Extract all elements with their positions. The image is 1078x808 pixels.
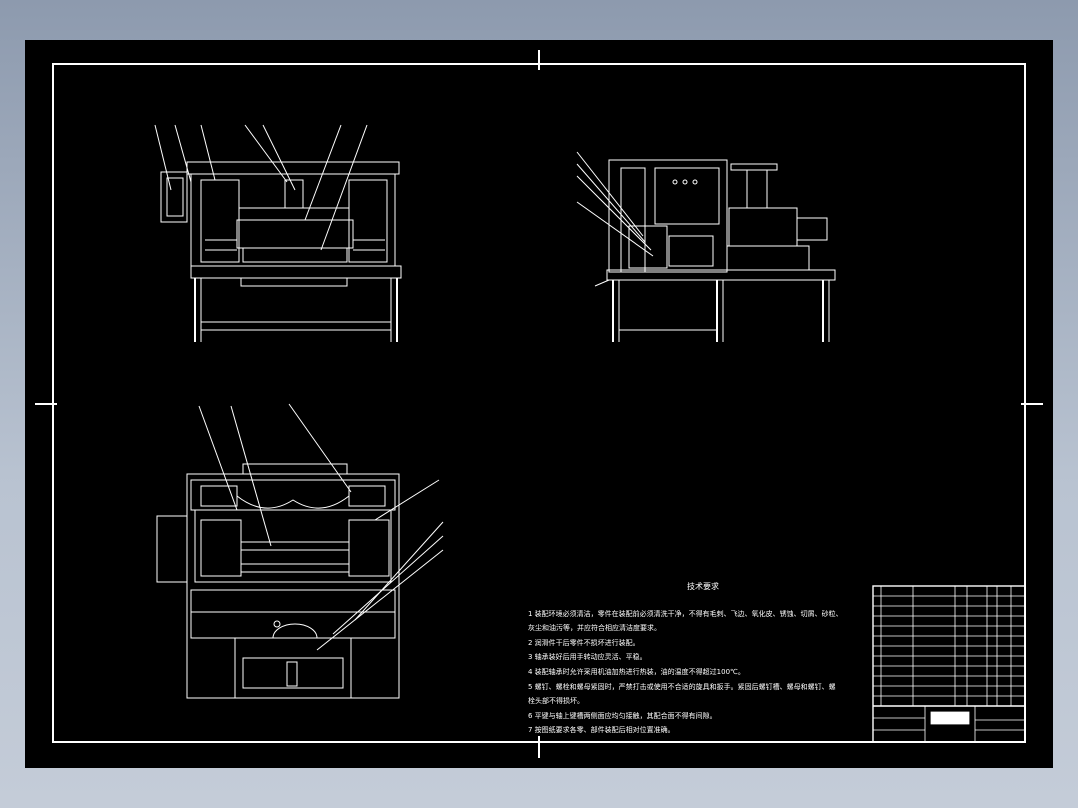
title-block	[872, 585, 1026, 743]
front-view	[154, 124, 402, 342]
tech-requirement-line: 3 轴承装好后用手转动应灵活、平稳。	[528, 653, 647, 662]
side-view	[576, 151, 836, 342]
technical-requirements: 技术要求 1 装配环境必须清洁，零件在装配前必须清洗干净，不得有毛刺、飞边、氧化…	[528, 580, 858, 738]
tech-requirements-title: 技术要求	[687, 582, 719, 591]
tech-requirement-line: 2 润滑件干后零件不损坏进行装配。	[528, 638, 640, 647]
tech-requirement-line: 4 装配轴承时允许采用机油加热进行热装，油的温度不得超过100℃。	[528, 667, 745, 676]
tech-requirement-line: 6 平键与轴上键槽两侧面应均匀接触，其配合面不得有间隙。	[528, 711, 717, 720]
tech-requirement-line: 1 装配环境必须清洁，零件在装配前必须清洗干净，不得有毛刺、飞边、氧化皮、锈蚀、…	[528, 609, 843, 618]
drawing-sheet: 技术要求 1 装配环境必须清洁，零件在装配前必须清洗干净，不得有毛刺、飞边、氧化…	[25, 40, 1053, 768]
tech-requirement-line: 7 按图纸要求各零、部件装配后相对位置准确。	[528, 726, 675, 735]
tech-requirement-line: 5 螺钉、螺栓和螺母紧固时，严禁打击或使用不合适的旋具和扳手。紧固后螺钉槽、螺母…	[528, 682, 836, 691]
top-view	[156, 403, 444, 699]
tech-requirement-line: 栓头部不得损坏。	[528, 697, 584, 706]
tech-requirement-line: 灰尘和油污等，并应符合相应清洁度要求。	[528, 624, 661, 633]
cad-drawing	[35, 50, 1043, 758]
